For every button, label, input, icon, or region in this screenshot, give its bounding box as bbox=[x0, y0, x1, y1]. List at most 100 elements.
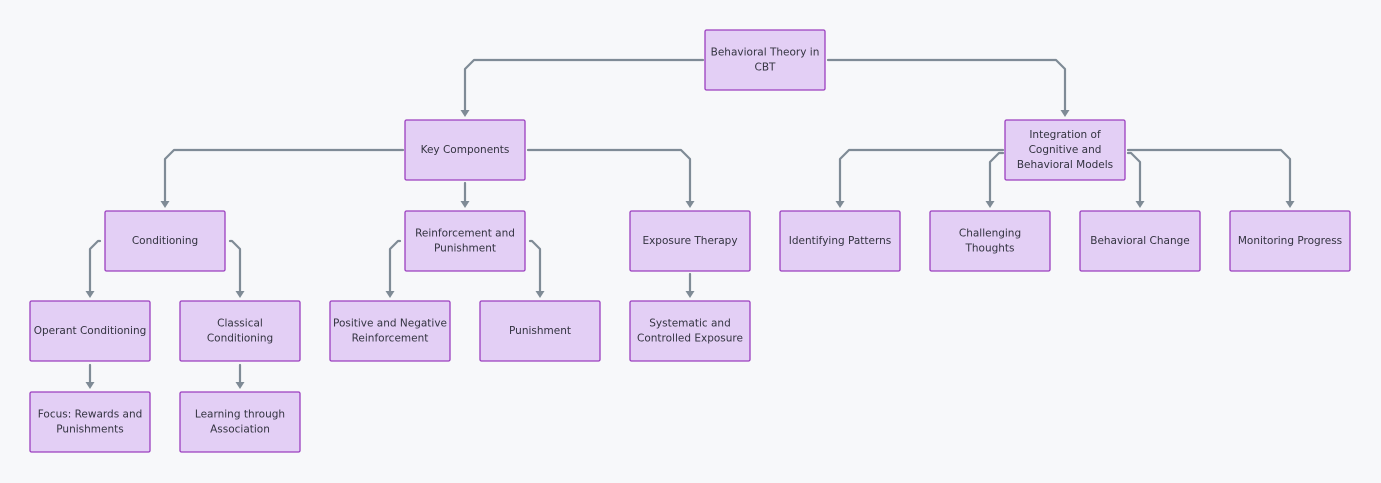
edge-key-reinf bbox=[460, 181, 470, 208]
edge-oper-focus bbox=[85, 363, 95, 389]
arrowhead-icon bbox=[235, 291, 245, 298]
edge-integ-chall bbox=[985, 151, 1005, 208]
edge-line bbox=[1126, 148, 1292, 205]
edge-line bbox=[988, 151, 1005, 205]
arrowhead-icon bbox=[1285, 201, 1295, 208]
node-label: Punishment bbox=[509, 325, 571, 337]
node-label: Identifying Patterns bbox=[789, 235, 891, 247]
edge-line bbox=[163, 148, 405, 205]
node-box bbox=[29, 300, 151, 362]
edge-integ-ident bbox=[835, 148, 1005, 208]
node-pun: Punishment bbox=[479, 300, 601, 362]
arrowhead-icon bbox=[685, 201, 695, 208]
edge-line bbox=[1126, 151, 1142, 205]
node-label: Reinforcement bbox=[352, 333, 429, 345]
node-box bbox=[779, 210, 901, 272]
node-box bbox=[629, 300, 751, 362]
arrowhead-icon bbox=[835, 201, 845, 208]
node-label: Punishments bbox=[56, 424, 123, 436]
node-label: Exposure Therapy bbox=[642, 235, 737, 247]
node-label: Operant Conditioning bbox=[34, 325, 147, 337]
node-label: Positive and Negative bbox=[333, 318, 447, 330]
node-box bbox=[179, 300, 301, 362]
node-box bbox=[104, 210, 226, 272]
arrowhead-icon bbox=[1060, 110, 1070, 117]
node-box bbox=[329, 300, 451, 362]
edge-line bbox=[528, 239, 542, 295]
node-box bbox=[1229, 210, 1351, 272]
node-label: Key Components bbox=[421, 144, 510, 156]
edge-key-cond bbox=[160, 148, 405, 208]
node-box bbox=[629, 210, 751, 272]
edge-expo-sysexp bbox=[685, 272, 695, 298]
node-oper: Operant Conditioning bbox=[29, 300, 151, 362]
diagram-nodes: Behavioral Theory in CBT Key Components Int… bbox=[29, 29, 1351, 453]
node-box bbox=[404, 210, 526, 272]
node-box bbox=[929, 210, 1051, 272]
edge-integ-monit bbox=[1126, 148, 1295, 208]
node-label: Systematic and bbox=[649, 318, 731, 330]
node-cond: Conditioning bbox=[104, 210, 226, 272]
node-label: Behavioral Change bbox=[1090, 235, 1190, 247]
edge-integ-behav bbox=[1126, 151, 1145, 208]
edge-line bbox=[838, 148, 1005, 205]
edge-line bbox=[88, 239, 102, 295]
edge-cond-class bbox=[228, 239, 245, 298]
edge-line bbox=[526, 148, 692, 205]
node-box bbox=[479, 300, 601, 362]
node-box bbox=[404, 119, 526, 181]
node-label: Association bbox=[210, 424, 270, 436]
node-label: Cognitive and bbox=[1029, 144, 1102, 156]
node-expo: Exposure Therapy bbox=[629, 210, 751, 272]
node-box bbox=[704, 29, 826, 91]
edge-cond-oper bbox=[85, 239, 102, 298]
node-label: Behavioral Models bbox=[1017, 159, 1113, 171]
edge-line bbox=[463, 58, 705, 114]
node-label: Conditioning bbox=[132, 235, 198, 247]
node-label: Classical bbox=[217, 318, 263, 330]
node-label: CBT bbox=[755, 62, 777, 74]
node-box bbox=[1079, 210, 1201, 272]
node-box bbox=[179, 391, 301, 453]
node-label: Integration of bbox=[1029, 129, 1101, 141]
edge-root-key bbox=[460, 58, 705, 117]
node-label: Focus: Rewards and bbox=[38, 409, 143, 421]
node-label: Behavioral Theory in bbox=[711, 47, 820, 59]
arrowhead-icon bbox=[235, 382, 245, 389]
edge-class-learn bbox=[235, 363, 245, 389]
node-label: Monitoring Progress bbox=[1238, 235, 1342, 247]
edge-line bbox=[388, 239, 402, 295]
arrowhead-icon bbox=[535, 291, 545, 298]
arrowhead-icon bbox=[685, 291, 695, 298]
edge-line bbox=[228, 239, 242, 295]
node-label: Conditioning bbox=[207, 333, 273, 345]
node-box bbox=[1004, 119, 1126, 181]
diagram-edges bbox=[85, 58, 1295, 389]
node-behav: Behavioral Change bbox=[1079, 210, 1201, 272]
arrowhead-icon bbox=[1135, 201, 1145, 208]
node-label: Controlled Exposure bbox=[637, 333, 743, 345]
node-label: Thoughts bbox=[964, 243, 1014, 255]
node-label: Punishment bbox=[434, 243, 496, 255]
node-box bbox=[29, 391, 151, 453]
edge-key-expo bbox=[526, 148, 695, 208]
arrowhead-icon bbox=[85, 291, 95, 298]
edge-reinf-posneg bbox=[385, 239, 402, 298]
node-key: Key Components bbox=[404, 119, 526, 181]
node-label: Learning through bbox=[195, 409, 285, 421]
edge-line bbox=[826, 58, 1067, 114]
node-ident: Identifying Patterns bbox=[779, 210, 901, 272]
edge-root-integ bbox=[826, 58, 1070, 117]
arrowhead-icon bbox=[985, 201, 995, 208]
node-root: Behavioral Theory in CBT bbox=[704, 29, 826, 91]
edge-reinf-pun bbox=[528, 239, 545, 298]
